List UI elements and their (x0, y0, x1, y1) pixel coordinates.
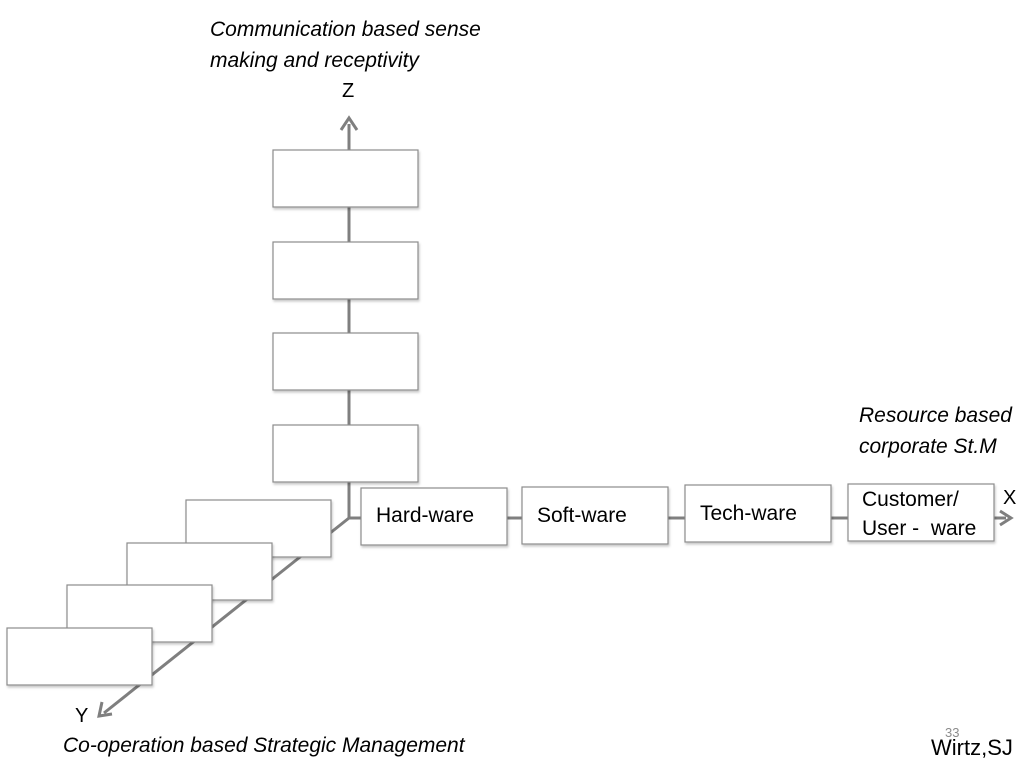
x-box-label-hardware-line: Hard-ware (376, 504, 475, 527)
x-box-label-customer-userware: Customer/ User - ware (862, 485, 976, 543)
x-box-label-software-line: Soft-ware (537, 504, 627, 527)
x-box-label-hardware: Hard-ware (376, 502, 474, 530)
x-axis-title-line-2: corporate St.M (859, 435, 997, 458)
z-axis-title: Communication based sense making and rec… (210, 14, 481, 76)
z-box-4 (272, 424, 419, 483)
x-box-hardware (360, 487, 508, 546)
x-axis-title: Resource based corporate St.M (859, 400, 1012, 462)
x-box-label-techware-line: Tech-ware (700, 502, 797, 525)
z-box-3 (272, 332, 419, 391)
z-box-2 (272, 241, 419, 300)
x-axis-letter: X (1003, 487, 1017, 509)
y-axis-arrowhead (97, 701, 113, 718)
y-box-4 (6, 627, 153, 686)
z-box-1 (272, 149, 419, 208)
y-axis-letter: Y (75, 705, 89, 727)
x-box-label-customer-line: Customer/ (862, 488, 959, 511)
x-box-customer-userware (847, 483, 995, 542)
z-axis-title-line-1: Communication based sense (210, 18, 481, 41)
x-box-software (521, 486, 669, 545)
author-credit: Wirtz,SJ (931, 735, 1013, 760)
x-box-label-software: Soft-ware (537, 502, 627, 530)
x-box-label-techware: Tech-ware (700, 500, 797, 528)
x-axis-arrowhead (999, 509, 1014, 527)
x-box-label-userware-line: User - ware (862, 517, 977, 540)
z-axis-arrowhead (339, 115, 359, 131)
x-box-techware (684, 484, 832, 543)
y-axis-title: Co-operation based Strategic Management (63, 734, 465, 757)
z-axis-title-line-2: making and receptivity (210, 49, 419, 72)
z-axis-letter: Z (342, 80, 355, 102)
slide-number: 33 (945, 725, 960, 740)
x-axis-title-line-1: Resource based (859, 404, 1012, 427)
